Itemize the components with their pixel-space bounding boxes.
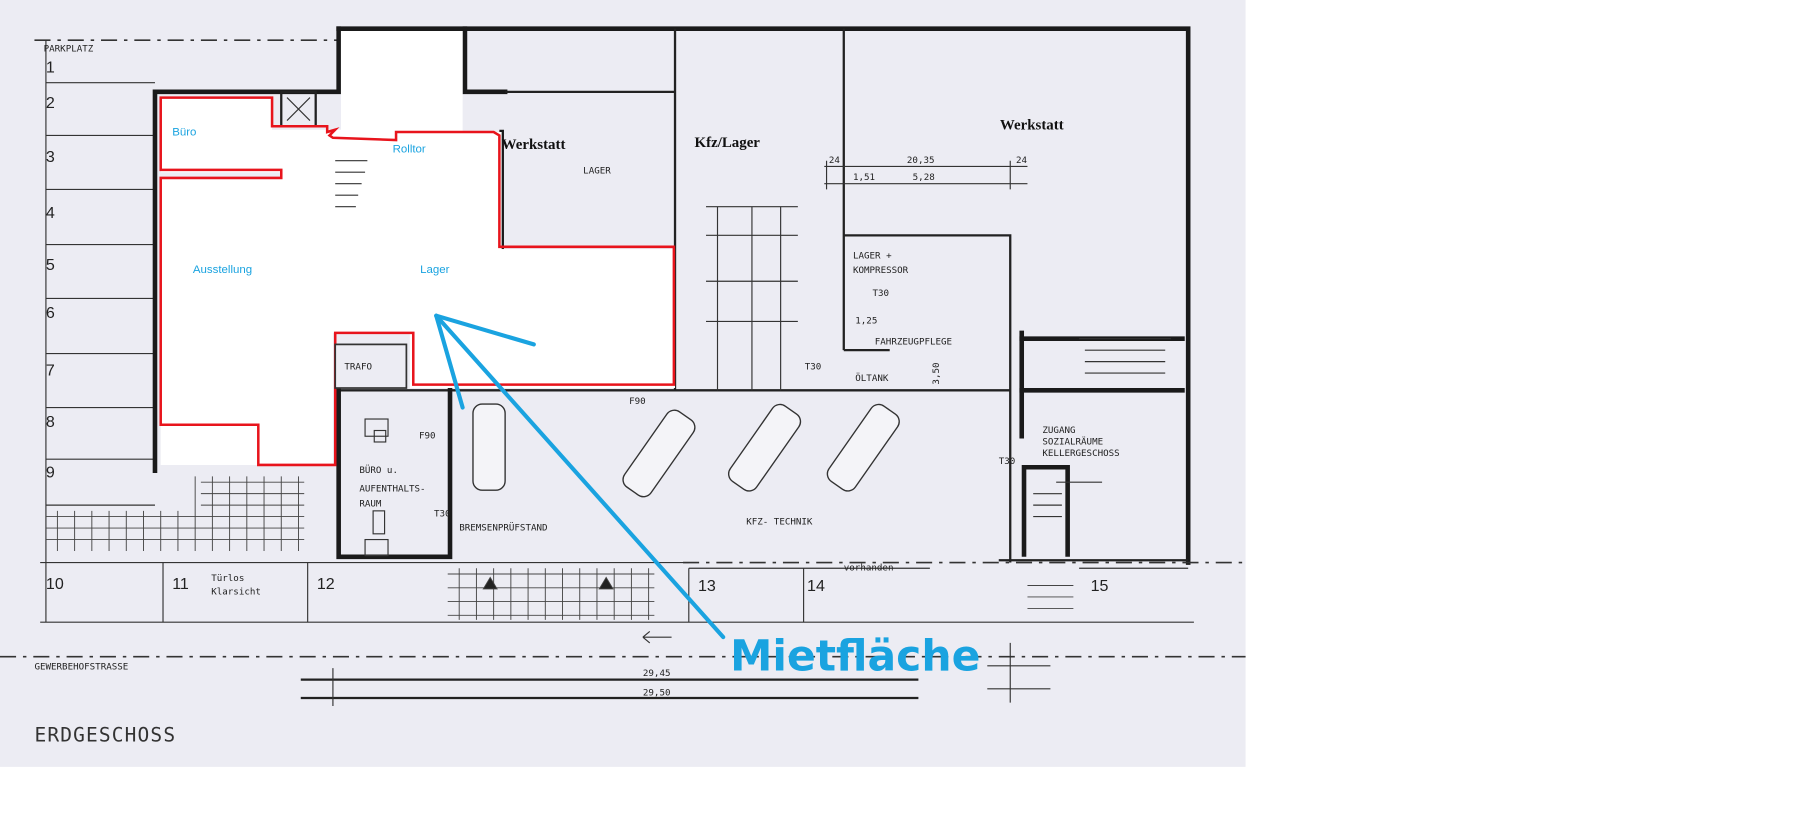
- car-icon: [472, 403, 506, 491]
- room-label-buero-aufenthalt: BÜRO u.: [359, 465, 398, 476]
- room-label-fahrzeugpflege: FAHRZEUGPFLEGE: [875, 336, 952, 347]
- car-icon: [622, 409, 696, 498]
- parking-number: 7: [46, 361, 55, 379]
- parking-number: 1: [46, 58, 55, 76]
- parking-number: 11: [172, 575, 189, 593]
- room-label-buero: Büro: [172, 126, 196, 138]
- parking-number: 12: [317, 575, 335, 593]
- trafo-label: TRAFO: [344, 362, 372, 373]
- room-label-werkstatt: Werkstatt: [502, 137, 566, 153]
- parking-label: PARKPLATZ: [44, 44, 94, 55]
- parking-number: 13: [698, 577, 716, 595]
- room-label-oeltank: ÖLTANK: [855, 373, 889, 384]
- mietflaeche-label: Mietfläche: [730, 632, 980, 681]
- parking-number: 10: [46, 575, 64, 593]
- mark-t30: T30: [999, 456, 1016, 467]
- other-rooms: Werkstatt LAGER Kfz/Lager Werkstatt LAGE…: [211, 118, 1171, 699]
- dimension-label: 24: [1016, 155, 1028, 166]
- dimension-label: 20,35: [907, 155, 935, 166]
- note-vorhanden: vorhanden: [844, 563, 894, 574]
- office-furniture: [364, 418, 672, 644]
- room-label-buero-aufenthalt: AUFENTHALTS-: [359, 483, 425, 494]
- dimension-label: 29,45: [643, 668, 671, 679]
- parking-number: 2: [46, 94, 55, 112]
- mark-t30: T30: [872, 288, 889, 299]
- mark-f90: F90: [629, 396, 646, 407]
- parking-number: 6: [46, 304, 55, 322]
- note-klarsicht: Klarsicht: [211, 587, 261, 598]
- dimension-label: 1,51: [853, 172, 875, 183]
- room-label-zugang: ZUGANG: [1042, 425, 1075, 436]
- room-label-lager-kompressor: KOMPRESSOR: [853, 265, 909, 276]
- arrow-line: [434, 313, 726, 640]
- parking-number: 15: [1091, 577, 1109, 595]
- dimension-label: 3,50: [931, 362, 942, 384]
- mark-t30: T30: [805, 362, 822, 373]
- parking-number: 9: [46, 464, 55, 482]
- parking-number: 14: [807, 577, 825, 595]
- parking-number: 3: [46, 148, 55, 166]
- trafo-room: [334, 343, 408, 389]
- mietflaeche-arrows: [434, 313, 726, 640]
- parking-number: 4: [46, 204, 55, 222]
- room-label-werkstatt-2: Werkstatt: [1000, 118, 1064, 134]
- room-label-ausstellung: Ausstellung: [193, 264, 252, 276]
- room-label-buero-aufenthalt: RAUM: [359, 498, 382, 509]
- dimension-label: 5,28: [913, 172, 935, 183]
- room-label-kfz-technik: KFZ- TECHNIK: [746, 517, 813, 528]
- paving-hatch: [45, 476, 1074, 620]
- plan-title: ERDGESCHOSS: [34, 724, 176, 747]
- cars: [472, 403, 900, 498]
- room-label-lager: Lager: [420, 264, 450, 276]
- parking-number: 5: [46, 256, 55, 274]
- room-label-lager-kompressor: LAGER +: [853, 250, 892, 261]
- mark-t30: T30: [434, 509, 451, 520]
- room-label-rolltor: Rolltor: [393, 144, 426, 156]
- room-label-zugang: SOZIALRÄUME: [1042, 436, 1103, 447]
- dimension-label: 29,50: [643, 688, 671, 699]
- parking-number: 8: [46, 413, 55, 431]
- dimension-label: 1,25: [855, 316, 877, 327]
- arrow-line: [434, 313, 536, 347]
- car-icon: [826, 403, 900, 492]
- dimension-label: 24: [829, 155, 841, 166]
- room-label-zugang: KELLERGESCHOSS: [1042, 448, 1119, 459]
- arrow-line: [434, 313, 465, 410]
- room-label-bremsenpruefstand: BREMSENPRÜFSTAND: [459, 522, 547, 533]
- note-tuerlos: Türlos: [211, 573, 244, 584]
- room-label-kfz-lager: Kfz/Lager: [695, 135, 761, 151]
- street-label: GEWERBEHOFSTRASSE: [34, 661, 128, 672]
- walls: [0, 26, 1246, 707]
- rental-area: TRAFO Büro Rolltor Ausstellung Lager: [159, 30, 676, 467]
- parking-area: PARKPLATZ 1 2 3 4 5 6 7 8 9 10 11 12 13 …: [34, 39, 1194, 623]
- car-icon: [727, 403, 802, 492]
- room-label-lager-sub: LAGER: [583, 165, 611, 176]
- mark-f90: F90: [419, 431, 436, 442]
